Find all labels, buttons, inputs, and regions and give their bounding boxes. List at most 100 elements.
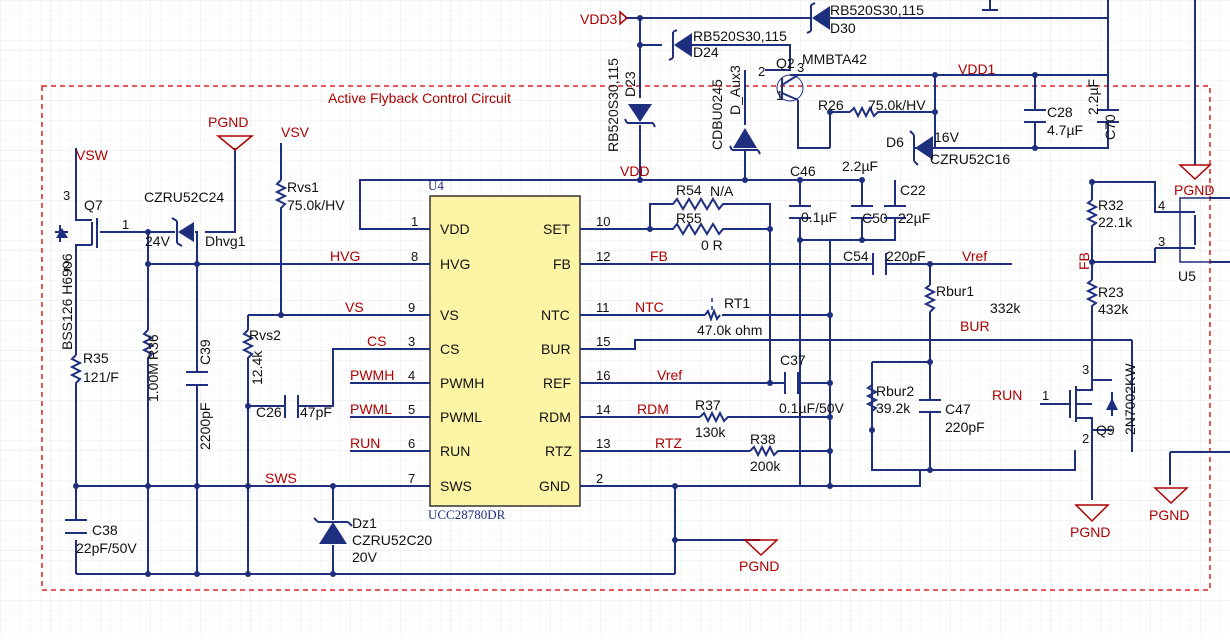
pgnd-label: PGND (1149, 507, 1189, 523)
rbur2-resistor[interactable]: Rbur2 39.2k (865, 383, 914, 416)
u5-pin3: 3 (1158, 234, 1165, 249)
net-fb-right: FB (1076, 252, 1092, 270)
d24-ref: D24 (693, 44, 719, 60)
rt1-value: 47.0k ohm (697, 322, 762, 338)
r37-resistor[interactable]: R37 130k (695, 397, 730, 440)
c54-capacitor[interactable]: C54 220pF (843, 248, 926, 275)
pin-num: 11 (596, 300, 610, 315)
q2-ref: Q2 (776, 55, 795, 71)
q7-transistor[interactable]: Q7 3 1 2 BSS126 H6906 (55, 188, 129, 350)
r36-resistor[interactable]: R36 1.00M (141, 329, 161, 402)
u5-optocoupler[interactable]: 4 3 U5 (1158, 197, 1230, 284)
vdd-wiring (359, 0, 1109, 486)
r26-ref: R26 (818, 97, 844, 113)
c38-value: 22pF/50V (76, 540, 137, 556)
pin-num: 1 (411, 214, 418, 229)
q2-pin2: 2 (758, 64, 765, 79)
dz1-ref: Dz1 (352, 515, 377, 531)
c37-value: 0.1µF/50V (779, 400, 845, 416)
pin-num: 6 (408, 436, 415, 451)
q2-pin3: 3 (797, 60, 804, 75)
c39-capacitor[interactable]: C39 2200pF (186, 339, 213, 450)
q9-pin3: 3 (1082, 362, 1089, 377)
pin-num: 12 (596, 249, 610, 264)
ic-u4-body (429, 195, 581, 507)
rvs1-ref: Rvs1 (287, 179, 319, 195)
pin-name: BUR (541, 341, 571, 357)
pin-name: PWML (440, 409, 482, 425)
net-vs: VS (345, 299, 364, 315)
rbur1-resistor[interactable]: Rbur1 332k (923, 283, 1021, 316)
q2-transistor[interactable]: Q2 MMBTA42 2 3 1 (758, 51, 867, 103)
q9-transistor[interactable]: 1 3 2 Q9 2N7002KW (1042, 362, 1138, 446)
c22-capacitor[interactable]: C22 22µF (884, 182, 930, 226)
net-vsw: VSW (76, 147, 109, 163)
pin-num: 14 (596, 402, 610, 417)
dhvg1-zener[interactable]: CZRU52C24 24V Dhvg1 (144, 189, 246, 249)
net-sws: SWS (265, 470, 297, 486)
rvs2-value: 12.4k (249, 350, 265, 385)
r32-value: 22.1k (1098, 214, 1133, 230)
r37-value: 130k (695, 424, 726, 440)
pgnd-label: PGND (1070, 524, 1110, 540)
daux3-diode[interactable]: CDBU0245 D_Aux3 (709, 65, 761, 155)
r26-resistor[interactable]: R26 75.0k/HV (818, 97, 926, 119)
dz1-zener[interactable]: Dz1 CZRU52C20 20V (313, 515, 432, 565)
q7-pin1: 1 (122, 217, 129, 232)
c28-ref: C28 (1047, 104, 1073, 120)
c28-capacitor[interactable]: C28 4.7µF (1024, 104, 1083, 138)
net-run: RUN (350, 435, 380, 451)
pin-num: 5 (408, 402, 415, 417)
c38-capacitor[interactable]: C38 22pF/50V (65, 519, 137, 556)
d24-diode[interactable]: RB520S30,115 D24 (668, 28, 787, 61)
c70-capacitor[interactable]: 2.2µF C70 (1085, 79, 1119, 140)
d30-diode[interactable]: RB520S30,115 D30 (806, 2, 924, 36)
pgnd-symbol: PGND (739, 539, 779, 574)
r54-resistor[interactable]: R54 N/A (665, 182, 745, 211)
net-ntc: NTC (635, 299, 664, 315)
c37-capacitor[interactable]: C37 0.1µF/50V (779, 352, 845, 416)
c46-value: 0.1µF (801, 209, 837, 225)
c46-capacitor[interactable]: C46 0.1µF (789, 163, 837, 225)
rvs2-resistor[interactable]: Rvs2 12.4k (241, 327, 281, 385)
d6-zener[interactable]: D6 16V CZRU52C16 (886, 129, 1010, 167)
rvs1-resistor[interactable]: Rvs1 75.0k/HV (274, 179, 345, 213)
net-pwmh: PWMH (350, 367, 394, 383)
r23-resistor[interactable]: R23 432k (1085, 279, 1129, 317)
c50-capacitor[interactable]: 2.2µF C50 (842, 158, 888, 226)
pin-name: SWS (440, 478, 472, 494)
left-wiring (75, 143, 921, 575)
c50-ref: C50 (862, 210, 888, 226)
pin-num: 3 (408, 334, 415, 349)
pin-num: 7 (408, 471, 415, 486)
c38-ref: C38 (92, 522, 118, 538)
ic-u4-left-pins: 1 8 9 3 4 5 6 7 VDD HVG VS CS PWMH PWML … (400, 214, 484, 494)
r35-resistor[interactable]: R35 121/F (69, 350, 119, 385)
pin-name: SET (543, 221, 571, 237)
d23-diode[interactable]: RB520S30,115 D23 (605, 58, 656, 152)
r55-resistor[interactable]: R55 0 R (665, 210, 745, 253)
r38-resistor[interactable]: R38 200k (749, 431, 785, 474)
q2-part: MMBTA42 (802, 51, 867, 67)
pin-num: 15 (596, 334, 610, 349)
q7-value: BSS126 H6906 (59, 253, 75, 350)
ic-u4[interactable]: U4 UCC28780DR 1 8 9 3 4 5 6 7 VDD HVG VS… (400, 178, 612, 522)
c47-capacitor[interactable]: C47 220pF (919, 399, 985, 435)
pgnd-label: PGND (1174, 182, 1214, 198)
r23-ref: R23 (1098, 284, 1124, 300)
pgnd-symbol: PGND (1149, 487, 1189, 523)
c70-ref: C70 (1102, 114, 1118, 140)
rt1-thermistor[interactable]: RT1 47.0k ohm (697, 295, 762, 338)
pin-num: 16 (596, 368, 610, 383)
ic-u4-right-pins: 10 12 11 15 16 14 13 2 SET FB NTC BUR RE… (539, 214, 612, 494)
r37-ref: R37 (695, 397, 721, 413)
r23-value: 432k (1098, 301, 1129, 317)
control-circuit-frame (41, 85, 1211, 591)
ic-u4-part: UCC28780DR (428, 507, 506, 522)
c54-ref: C54 (843, 248, 869, 264)
r32-resistor[interactable]: R32 22.1k (1085, 197, 1133, 232)
q9-pin2: 2 (1082, 431, 1089, 446)
c26-capacitor[interactable]: C26 47pF (256, 395, 332, 420)
